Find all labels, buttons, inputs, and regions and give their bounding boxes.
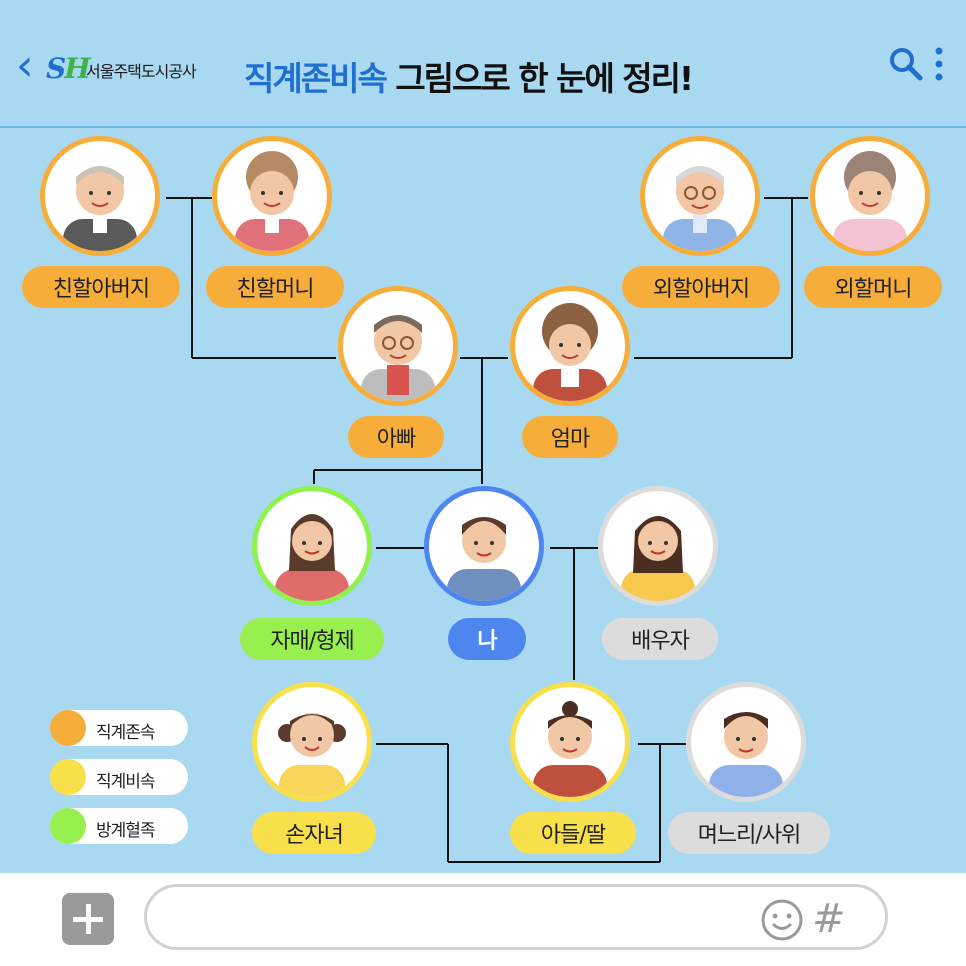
label-spouse: 배우자	[602, 618, 718, 660]
plus-icon[interactable]	[62, 893, 114, 945]
mother-avatar	[510, 286, 630, 406]
paternal-grandmother-avatar	[212, 136, 332, 256]
emoji-icon[interactable]	[760, 898, 804, 942]
hashtag-icon[interactable]: #	[812, 896, 846, 942]
label-siblings: 자매/형제	[240, 618, 384, 660]
siblings-avatar	[252, 486, 372, 606]
maternal-grandfather-avatar	[640, 136, 760, 256]
father-avatar	[338, 286, 458, 406]
paternal-grandfather-avatar	[40, 136, 160, 256]
label-children: 아들/딸	[510, 812, 636, 854]
label-mother: 엄마	[522, 416, 618, 458]
child-in-law-avatar	[686, 682, 806, 802]
label-child-in-law: 며느리/사위	[668, 812, 830, 854]
maternal-grandmother-avatar	[810, 136, 930, 256]
label-paternal-grandfather: 친할아버지	[22, 266, 180, 308]
legend-direct-ascendant: 직계존속	[50, 710, 188, 746]
me-avatar	[424, 486, 544, 606]
label-maternal-grandfather: 외할아버지	[622, 266, 780, 308]
label-grandchildren: 손자녀	[252, 812, 376, 854]
legend-label: 직계존속	[96, 718, 155, 743]
legend-dot	[50, 710, 86, 746]
grandchildren-avatar	[252, 682, 372, 802]
label-father: 아빠	[348, 416, 444, 458]
label-me: 나	[448, 618, 526, 660]
spouse-avatar	[598, 486, 718, 606]
legend-direct-descendant: 직계비속	[50, 759, 188, 795]
legend-label: 방계혈족	[96, 816, 155, 841]
legend-collateral: 방계혈족	[50, 808, 188, 844]
children-avatar	[510, 682, 630, 802]
legend-label: 직계비속	[96, 767, 155, 792]
legend-dot	[50, 808, 86, 844]
label-paternal-grandmother: 친할머니	[206, 266, 344, 308]
legend-dot	[50, 759, 86, 795]
label-maternal-grandmother: 외할머니	[804, 266, 942, 308]
